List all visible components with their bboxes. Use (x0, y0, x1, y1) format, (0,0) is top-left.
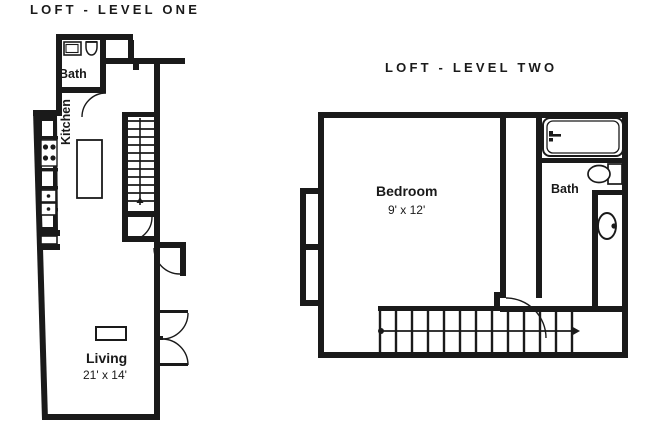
sink-faucet-icon (611, 223, 617, 229)
level-two-stair (378, 306, 624, 352)
vanity-left-wall (592, 190, 598, 312)
bath-to-kitchen-wall (56, 93, 62, 116)
bedroom-label: Bedroom (376, 183, 437, 199)
vanity-top-wall (592, 190, 624, 195)
stair-left-wall (122, 112, 128, 217)
kitchen-label: Kitchen (59, 99, 73, 145)
level-one-bath-label: Bath (59, 67, 87, 81)
level-two-bath-tub-inner-icon (546, 120, 620, 154)
living-table-icon (95, 326, 127, 341)
level-one-upper-right-wall (106, 40, 134, 64)
stair-treads (128, 120, 154, 202)
burner-3-icon (42, 155, 49, 161)
level-two-bath-label: Bath (551, 182, 579, 196)
closet-door-swing (127, 216, 153, 242)
level-one-stair (122, 112, 156, 217)
living-door-swing-1 (161, 312, 189, 340)
bath-toilet-tank-icon (86, 41, 97, 43)
living-door-head-1 (160, 310, 188, 313)
kitchen-counter-divider-3 (38, 186, 58, 190)
closet-panel-2 (306, 250, 318, 300)
bedroom-right-wall (500, 112, 506, 298)
kitchen-counter-divider-2 (38, 168, 58, 172)
level-two-right-wall (622, 112, 628, 358)
bedroom-dimensions: 9' x 12' (388, 203, 425, 217)
stair-direction-arrow (136, 197, 144, 203)
burner-2-icon (50, 144, 56, 150)
bath-tub-inner-icon (65, 43, 79, 54)
kitchen-counter-end (38, 244, 60, 250)
closet-top-wall (300, 188, 324, 194)
bath-enclosure-walls (56, 34, 62, 93)
level-one-right-step-wall (133, 58, 160, 70)
closet-bottom-wall (300, 300, 324, 306)
level-two-title: LOFT - LEVEL TWO (385, 60, 557, 75)
tub-drain-icon (549, 138, 553, 142)
hall-left-wall (122, 217, 128, 241)
level-one-plan: Bath (33, 34, 189, 420)
kitchen-island-icon (76, 139, 103, 199)
living-door-jamb (160, 336, 163, 340)
kitchen-counter-divider-1 (38, 136, 58, 140)
bath-left-wall (536, 112, 542, 298)
stair-header-right (500, 306, 624, 312)
entry-right-wall (180, 242, 186, 276)
closet-mid-wall (300, 244, 324, 250)
bedroom-closet-group (300, 188, 324, 306)
level-two-left-wall (318, 112, 324, 358)
tub-faucet-icon (549, 131, 553, 135)
living-door-swing-2 (161, 338, 189, 366)
living-bottom-wall (42, 414, 160, 420)
bath-tub-divider-wall (536, 158, 628, 163)
level-one-top-wall-left (33, 110, 62, 116)
burner-4-icon (50, 155, 56, 161)
bath-right-wall (100, 34, 106, 93)
living-double-doors (160, 310, 189, 366)
level-one-right-wall-upper (154, 64, 160, 248)
level-two-plan: Bath Bedroom 9' x 12' (300, 112, 628, 358)
kitchen-counter-group (38, 116, 60, 250)
level-one-notch-wall (128, 58, 134, 64)
living-right-wall (154, 274, 160, 420)
bedroom-door-jamb-upper (494, 292, 506, 298)
tub-spout-icon (549, 134, 561, 137)
bedroom-door-jamb-lower (494, 296, 500, 306)
kitchen-lower-cabinet (38, 230, 60, 236)
stair-direction-arrow-level-two (572, 326, 580, 336)
sink-drain-2-icon (46, 207, 51, 211)
level-two-top-wall (318, 112, 628, 118)
level-two-bottom-wall (318, 352, 628, 358)
living-label: Living (86, 350, 127, 366)
stair-header-left-thin (380, 309, 498, 311)
closet-panel-1 (306, 194, 318, 244)
bath-top-wall (56, 34, 106, 40)
stair-header-left (378, 306, 500, 311)
living-door-head-2 (160, 363, 188, 366)
burner-1-icon (42, 144, 49, 150)
bath-bottom-wall (56, 87, 104, 93)
stair-top-wall (122, 112, 156, 117)
level-one-left-wall (33, 110, 48, 420)
stair-bottom-wall (122, 211, 156, 217)
range-icon (40, 139, 58, 167)
living-dimensions: 21' x 14' (83, 368, 127, 382)
level-two-toilet-bowl-icon (587, 164, 611, 184)
level-one-title: LOFT - LEVEL ONE (30, 2, 200, 17)
bath-toilet-icon (85, 41, 98, 56)
entry-door-swing (153, 247, 181, 275)
sink-drain-1-icon (46, 194, 51, 198)
bath-door-swing (81, 92, 107, 118)
kitchen-base-cabinet-icon (40, 235, 58, 245)
